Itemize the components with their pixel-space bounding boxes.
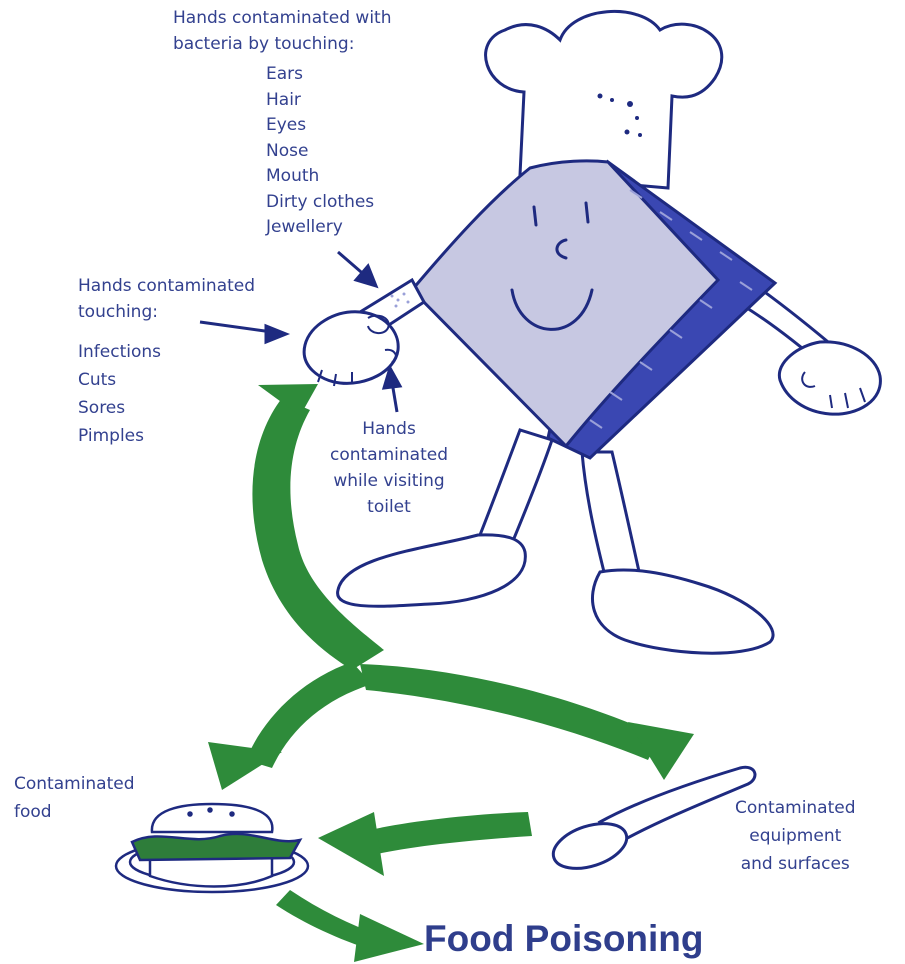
arrow-to-equipment bbox=[360, 664, 660, 760]
left-foot bbox=[338, 535, 526, 606]
list-item: Dirty clothes bbox=[266, 190, 374, 216]
contamination-heading: Hands contaminated with bacteria by touc… bbox=[173, 6, 392, 57]
list-item: Infections bbox=[78, 338, 161, 366]
label-line: contaminated bbox=[310, 442, 468, 468]
label-line: equipment bbox=[735, 822, 856, 850]
label-line: while visiting bbox=[310, 468, 468, 494]
label-line: food bbox=[14, 798, 135, 826]
food-poisoning-title: Food Poisoning bbox=[424, 918, 704, 960]
label-line: and surfaces bbox=[735, 850, 856, 878]
list-item: Sores bbox=[78, 394, 161, 422]
label-line: Contaminated bbox=[735, 794, 856, 822]
list-item: Hair bbox=[266, 88, 374, 114]
body-square bbox=[412, 161, 718, 446]
spoon-illustration bbox=[548, 767, 755, 876]
list-item: Cuts bbox=[78, 366, 161, 394]
list-item: Ears bbox=[266, 62, 374, 88]
label-line: Hands bbox=[310, 416, 468, 442]
equipment-label: Contaminated equipment and surfaces bbox=[735, 794, 856, 878]
list-item: Jewellery bbox=[266, 215, 374, 241]
arrow-equip-to-food bbox=[362, 812, 532, 856]
equip-food-head bbox=[318, 812, 384, 876]
poisoning-head bbox=[354, 914, 424, 962]
body-parts-list: Ears Hair Eyes Nose Mouth Dirty clothes … bbox=[266, 62, 374, 241]
heading-line: Hands contaminated bbox=[78, 274, 255, 300]
touching-list: Infections Cuts Sores Pimples bbox=[78, 338, 161, 450]
list-item: Mouth bbox=[266, 164, 374, 190]
left-leg bbox=[478, 430, 552, 548]
touching-heading: Hands contaminated touching: bbox=[78, 274, 255, 325]
toilet-label: Hands contaminated while visiting toilet bbox=[310, 416, 468, 520]
label-line: Contaminated bbox=[14, 770, 135, 798]
food-label: Contaminated food bbox=[14, 770, 135, 826]
right-leg bbox=[582, 452, 640, 580]
list-item: Eyes bbox=[266, 113, 374, 139]
heading-line: Hands contaminated with bbox=[173, 6, 392, 32]
right-foot bbox=[592, 570, 773, 653]
heading-line: bacteria by touching: bbox=[173, 32, 392, 58]
right-hand bbox=[779, 342, 880, 414]
label-line: toilet bbox=[310, 494, 468, 520]
heading-line: touching: bbox=[78, 300, 255, 326]
list-item: Nose bbox=[266, 139, 374, 165]
list-item: Pimples bbox=[78, 422, 161, 450]
burger-illustration bbox=[116, 804, 308, 892]
